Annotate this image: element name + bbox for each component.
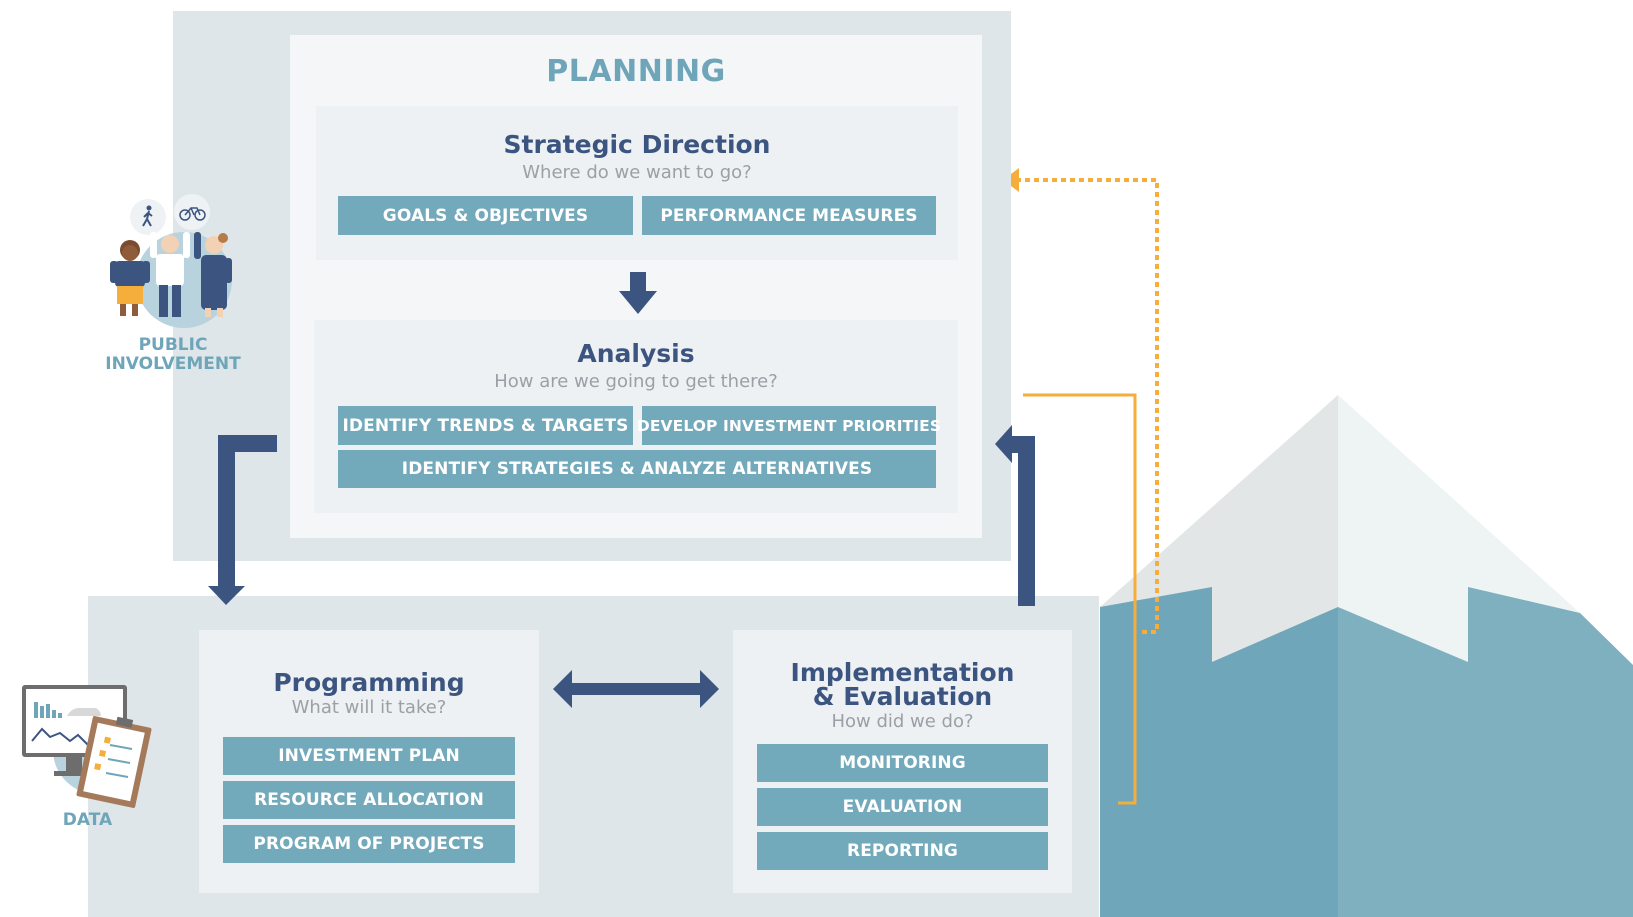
resource-allocation-tile[interactable]: RESOURCE ALLOCATION [223,781,515,819]
double-arrow-icon [553,670,719,708]
programming-subtitle: What will it take? [291,697,447,718]
strategic-direction-title: Strategic Direction [503,130,771,159]
programming-title: Programming [273,668,465,697]
pedestrian-icon [130,199,166,235]
public-involvement-label-line2: INVOLVEMENT [105,354,241,374]
identify-trends-tile[interactable]: IDENTIFY TRENDS & TARGETS [338,406,633,445]
investment-plan-tile[interactable]: INVESTMENT PLAN [223,737,515,775]
evaluation-tile[interactable]: EVALUATION [757,788,1048,826]
performance-measures-tile[interactable]: PERFORMANCE MEASURES [642,196,936,235]
bent-arrow-up-icon [995,425,1035,606]
checklist-icon [76,716,152,808]
implementation-title-line1: Implementation [790,658,1015,687]
strategic-direction-subtitle: Where do we want to go? [522,162,752,183]
data-label: DATA [62,810,113,830]
bar-chart-icon [34,702,62,718]
develop-investment-priorities-tile[interactable]: DEVELOP INVESTMENT PRIORITIES [637,406,941,445]
down-arrow-icon [619,272,657,314]
bicycle-icon [174,194,210,230]
public-involvement-label-line1: PUBLIC [138,335,208,355]
analysis-title: Analysis [577,339,695,368]
implementation-subtitle: How did we do? [831,711,974,732]
reporting-tile[interactable]: REPORTING [757,832,1048,870]
implementation-title-line2: & Evaluation [812,682,993,711]
data-illustration [22,685,152,808]
public-involvement-illustration [110,194,232,328]
goals-objectives-tile[interactable]: GOALS & OBJECTIVES [338,196,633,235]
identify-strategies-tile[interactable]: IDENTIFY STRATEGIES & ANALYZE ALTERNATIV… [338,450,936,488]
bent-arrow-down-icon [208,435,277,605]
analysis-subtitle: How are we going to get there? [494,371,778,392]
program-of-projects-tile[interactable]: PROGRAM OF PROJECTS [223,825,515,863]
monitoring-tile[interactable]: MONITORING [757,744,1048,782]
planning-title: PLANNING [546,54,726,89]
